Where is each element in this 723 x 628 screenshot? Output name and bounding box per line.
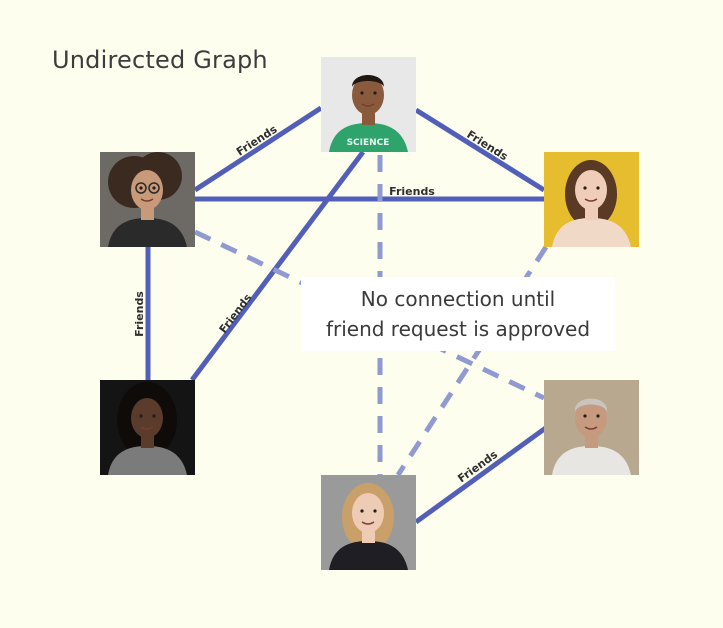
woman-in-dark-sweater-avatar — [100, 380, 195, 475]
face-shape — [575, 398, 607, 438]
shirt-shape — [329, 123, 408, 152]
hair-shape — [352, 75, 384, 87]
friend-edge-blonde-woman-older-man — [414, 424, 549, 525]
pending-note-line-2: friend request is approved — [325, 317, 591, 341]
face-shape — [131, 170, 163, 210]
node-blonde-woman[interactable] — [321, 475, 416, 570]
friend-edge-top-man-left-woman — [193, 105, 323, 193]
hair-shape — [574, 398, 608, 412]
mouth — [140, 198, 154, 202]
node-top-man[interactable]: SCIENCE — [321, 57, 416, 152]
glasses-icon — [135, 182, 147, 194]
shirt-text: SCIENCE — [347, 138, 390, 148]
pending-note: No connection until friend request is ap… — [301, 277, 615, 351]
right-eye — [152, 414, 156, 418]
node-left-woman[interactable] — [100, 152, 195, 247]
shirt-shape — [552, 446, 631, 475]
mouth — [584, 426, 598, 430]
shirt-shape — [552, 218, 631, 247]
mouth — [361, 103, 375, 107]
node-right-woman[interactable] — [544, 152, 639, 247]
page-title: Undirected Graph — [52, 46, 268, 74]
right-eye — [596, 414, 600, 418]
curly-haired-woman-with-glasses-avatar — [100, 152, 195, 247]
node-dark-woman[interactable] — [100, 380, 195, 475]
woman-on-yellow-background-avatar — [544, 152, 639, 247]
right-eye — [596, 186, 600, 190]
left-eye — [139, 414, 143, 418]
pending-edge-left-woman-older-man — [193, 229, 546, 401]
friend-edge-top-man-dark-woman — [190, 150, 365, 382]
left-eye — [360, 509, 364, 513]
right-eye — [373, 509, 377, 513]
face-shape — [575, 170, 607, 210]
mouth — [584, 198, 598, 202]
shirt-shape — [108, 446, 187, 475]
blonde-woman-in-black-top-avatar — [321, 475, 416, 570]
friend-edge-top-man-right-woman — [414, 107, 546, 193]
gray-haired-man-in-workshop-avatar — [544, 380, 639, 475]
left-eye — [583, 414, 587, 418]
mouth — [361, 521, 375, 525]
man-in-green-science-shirt-avatar: SCIENCE — [321, 57, 416, 152]
shirt-shape — [108, 218, 187, 247]
left-eye — [360, 91, 364, 95]
node-older-man[interactable] — [544, 380, 639, 475]
face-shape — [352, 493, 384, 533]
right-eye — [152, 186, 156, 190]
edge-label-left-woman-dark-woman: Friends — [133, 291, 146, 337]
edge-label-left-woman-right-woman: Friends — [389, 185, 435, 198]
face-shape — [131, 398, 163, 438]
left-eye — [583, 186, 587, 190]
face-shape — [352, 75, 384, 115]
pending-note-line-1: No connection until — [360, 287, 556, 311]
mouth — [140, 426, 154, 430]
right-eye — [373, 91, 377, 95]
left-eye — [139, 186, 143, 190]
shirt-shape — [329, 541, 408, 570]
edge-label-top-man-dark-woman: Friends — [217, 291, 255, 336]
